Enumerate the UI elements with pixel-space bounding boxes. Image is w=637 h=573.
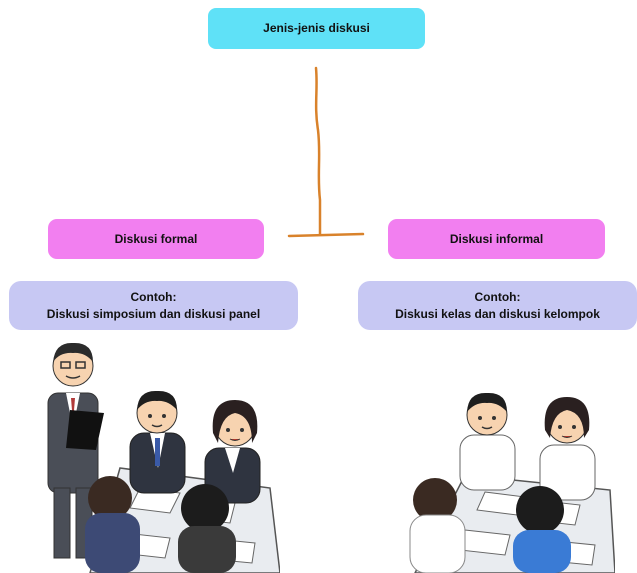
- example-informal-text: Diskusi kelas dan diskusi kelompok: [395, 306, 600, 321]
- root-node: Jenis-jenis diskusi: [208, 8, 425, 49]
- example-informal: Contoh: Diskusi kelas dan diskusi kelomp…: [358, 281, 637, 330]
- example-formal: Contoh: Diskusi simposium dan diskusi pa…: [9, 281, 298, 330]
- category-informal: Diskusi informal: [388, 219, 605, 259]
- vertical-connector: [314, 66, 322, 236]
- root-title: Jenis-jenis diskusi: [263, 21, 370, 36]
- category-formal-label: Diskusi formal: [114, 231, 198, 246]
- formal-meeting-illustration: [47, 342, 280, 573]
- category-formal: Diskusi formal: [48, 219, 264, 259]
- informal-group-illustration: [409, 392, 615, 573]
- category-informal-label: Diskusi informal: [449, 231, 544, 246]
- example-formal-heading: Contoh:: [130, 290, 177, 305]
- horizontal-connector: [287, 232, 365, 238]
- example-formal-text: Diskusi simposium dan diskusi panel: [46, 306, 261, 321]
- example-informal-heading: Contoh:: [474, 290, 521, 305]
